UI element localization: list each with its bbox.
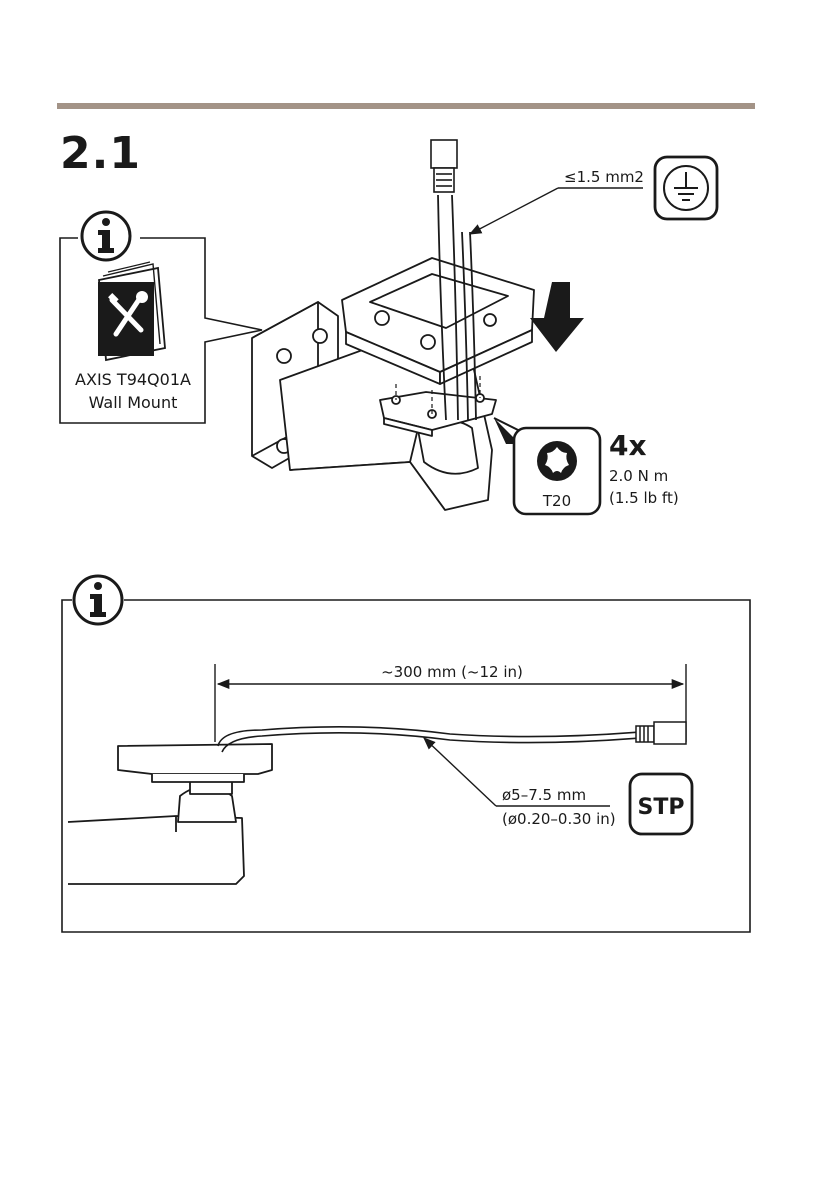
torque-metric: 2.0 N m: [609, 467, 668, 485]
stp-cable-icon: STP: [630, 774, 692, 834]
info-icon: [82, 212, 130, 260]
ethernet-connector-icon: [636, 722, 686, 744]
torx-icon: [537, 441, 577, 481]
protective-earth-icon: [655, 157, 717, 219]
diameter-metric: ø5–7.5 mm: [502, 786, 586, 804]
torx-bit-label: T20: [542, 492, 571, 510]
info-icon: [74, 576, 122, 624]
screw-count: 4x: [609, 429, 647, 462]
torque-imperial: (1.5 lb ft): [609, 489, 679, 507]
cable-length-label: ~300 mm (~12 in): [381, 663, 523, 681]
torx-callout: T20: [494, 418, 600, 514]
stp-label: STP: [638, 795, 685, 820]
ethernet-connector-icon: [431, 140, 457, 192]
diameter-imperial: (ø0.20–0.30 in): [502, 810, 616, 828]
wire-gauge-label: ≤1.5 mm2: [564, 168, 644, 186]
product-name-line2: Wall Mount: [89, 393, 178, 412]
wire-leader: [470, 188, 558, 234]
info-callout-top: AXIS T94Q01A Wall Mount: [60, 212, 262, 423]
product-name-line1: AXIS T94Q01A: [75, 370, 191, 389]
arrow-down-icon: [530, 282, 584, 352]
